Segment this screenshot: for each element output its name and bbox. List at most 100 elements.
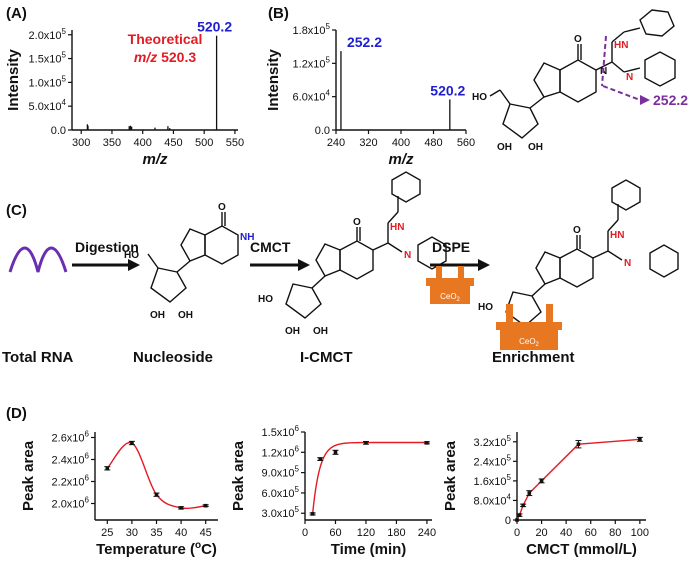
x-tick-label: 100 — [631, 527, 649, 539]
enr-hn: HN — [610, 230, 624, 241]
icmct-oh-1: OH — [285, 326, 300, 337]
data-point — [333, 450, 338, 455]
chem-hn: HN — [614, 40, 628, 51]
data-point — [318, 457, 323, 461]
panel-a-theoretical-label: Theoretical — [128, 31, 203, 47]
enrichment-ceo2-label: CeO2 — [519, 337, 539, 348]
arrow-dspe-head — [478, 259, 490, 271]
panel-b-structure — [489, 9, 676, 139]
step-dspe: DSPE — [432, 239, 470, 255]
chem-n: N — [626, 72, 633, 83]
icmct-hn: HN — [390, 222, 404, 233]
x-tick-label: 25 — [101, 527, 113, 539]
y-tick-label: 1.6x105 — [474, 473, 512, 488]
icmct-labels: O HN N OH OH HO — [258, 217, 411, 337]
y-tick-label: 9.0x105 — [262, 465, 300, 480]
data-point — [310, 512, 315, 516]
chem-oh-1: OH — [497, 142, 512, 153]
x-tick-label: 550 — [226, 137, 244, 149]
enr-n: N — [624, 258, 631, 269]
chem-ho: HO — [472, 92, 487, 103]
enrichment-ceo2-cup — [496, 304, 562, 350]
x-tick-label: 40 — [175, 527, 187, 539]
step-cmct: CMCT — [250, 239, 291, 255]
x-tick-label: 0 — [514, 527, 520, 539]
y-tick-label: 0.0 — [51, 125, 66, 137]
label-total-rna: Total RNA — [2, 349, 74, 366]
y-tick-label: 5.0x104 — [29, 98, 67, 113]
nuc-oh-1: OH — [150, 310, 165, 321]
panel-a-theoretical-mz: m/z 520.3 — [134, 49, 196, 65]
nucleoside-structure — [147, 212, 239, 303]
data-point — [517, 513, 522, 517]
y-axis-label: Intensity — [5, 49, 22, 111]
x-tick-label: 400 — [134, 137, 152, 149]
y-tick-label: 1.0x105 — [29, 74, 67, 89]
y-tick-label: 1.8x105 — [293, 22, 331, 37]
y-axis-label: Peak area — [230, 440, 247, 511]
peak-label: 252.2 — [347, 34, 382, 50]
enrichment-labels: O HN N HO — [478, 225, 631, 313]
y-tick-label: 8.0x104 — [474, 492, 512, 507]
chem-oh-2: OH — [528, 142, 543, 153]
nuc-oh-2: OH — [178, 310, 193, 321]
peak-label: 520.2 — [430, 82, 465, 98]
x-tick-label: 80 — [609, 527, 621, 539]
nuc-o: O — [218, 202, 226, 213]
data-point — [638, 437, 642, 442]
peak-label: 520.2 — [197, 19, 232, 35]
y-tick-label: 1.2x105 — [293, 55, 331, 70]
panel-b-fragment-label: 252.2 — [653, 92, 688, 108]
x-axis-label: m/z — [142, 151, 168, 168]
x-tick-label: 40 — [560, 527, 572, 539]
y-tick-label: 2.2x106 — [52, 474, 90, 489]
data-point — [539, 479, 544, 483]
data-point — [105, 466, 110, 471]
fragment-arrow — [601, 35, 641, 101]
x-axis-label: m/z — [388, 151, 414, 168]
icmct-n: N — [404, 250, 411, 261]
y-axis-label: Peak area — [20, 440, 37, 511]
panel-label-a: (A) — [6, 5, 27, 22]
panel-b-structure-labels: O N HN N OH OH HO — [472, 34, 633, 153]
fragment-arrowhead — [640, 95, 650, 105]
data-point — [130, 441, 134, 445]
data-point — [425, 441, 429, 445]
icmct-structure — [285, 171, 447, 319]
x-tick-label: 35 — [150, 527, 162, 539]
y-axis-label: Peak area — [442, 440, 459, 511]
data-point — [364, 441, 368, 445]
data-point — [203, 503, 208, 508]
enr-o: O — [573, 225, 581, 236]
data-point — [527, 491, 532, 495]
x-axis-label: CMCT (mmol/L) — [526, 541, 637, 558]
x-tick-label: 400 — [392, 137, 410, 149]
arrow-digestion-head — [128, 259, 140, 271]
x-tick-label: 0 — [302, 527, 308, 539]
x-tick-label: 350 — [103, 137, 121, 149]
x-tick-label: 560 — [457, 137, 475, 149]
x-tick-label: 240 — [418, 527, 436, 539]
x-tick-label: 480 — [424, 137, 442, 149]
x-tick-label: 120 — [357, 527, 375, 539]
x-tick-label: 60 — [329, 527, 341, 539]
step-digestion: Digestion — [75, 239, 139, 255]
label-icmct: I-CMCT — [300, 349, 353, 366]
rna-wave-icon — [8, 246, 68, 273]
nucleoside-labels: O NH OH OH HO — [124, 202, 254, 321]
x-axis-label: Time (min) — [331, 541, 407, 558]
fit-curve — [516, 438, 640, 521]
chem-o: O — [574, 34, 582, 45]
enrichment-structure — [505, 179, 679, 327]
y-tick-label: 2.0x106 — [52, 496, 90, 511]
x-tick-label: 30 — [126, 527, 138, 539]
panel-label-b: (B) — [268, 5, 289, 22]
y-tick-label: 0.0 — [315, 125, 330, 137]
x-tick-label: 45 — [200, 527, 212, 539]
x-tick-label: 320 — [359, 137, 377, 149]
